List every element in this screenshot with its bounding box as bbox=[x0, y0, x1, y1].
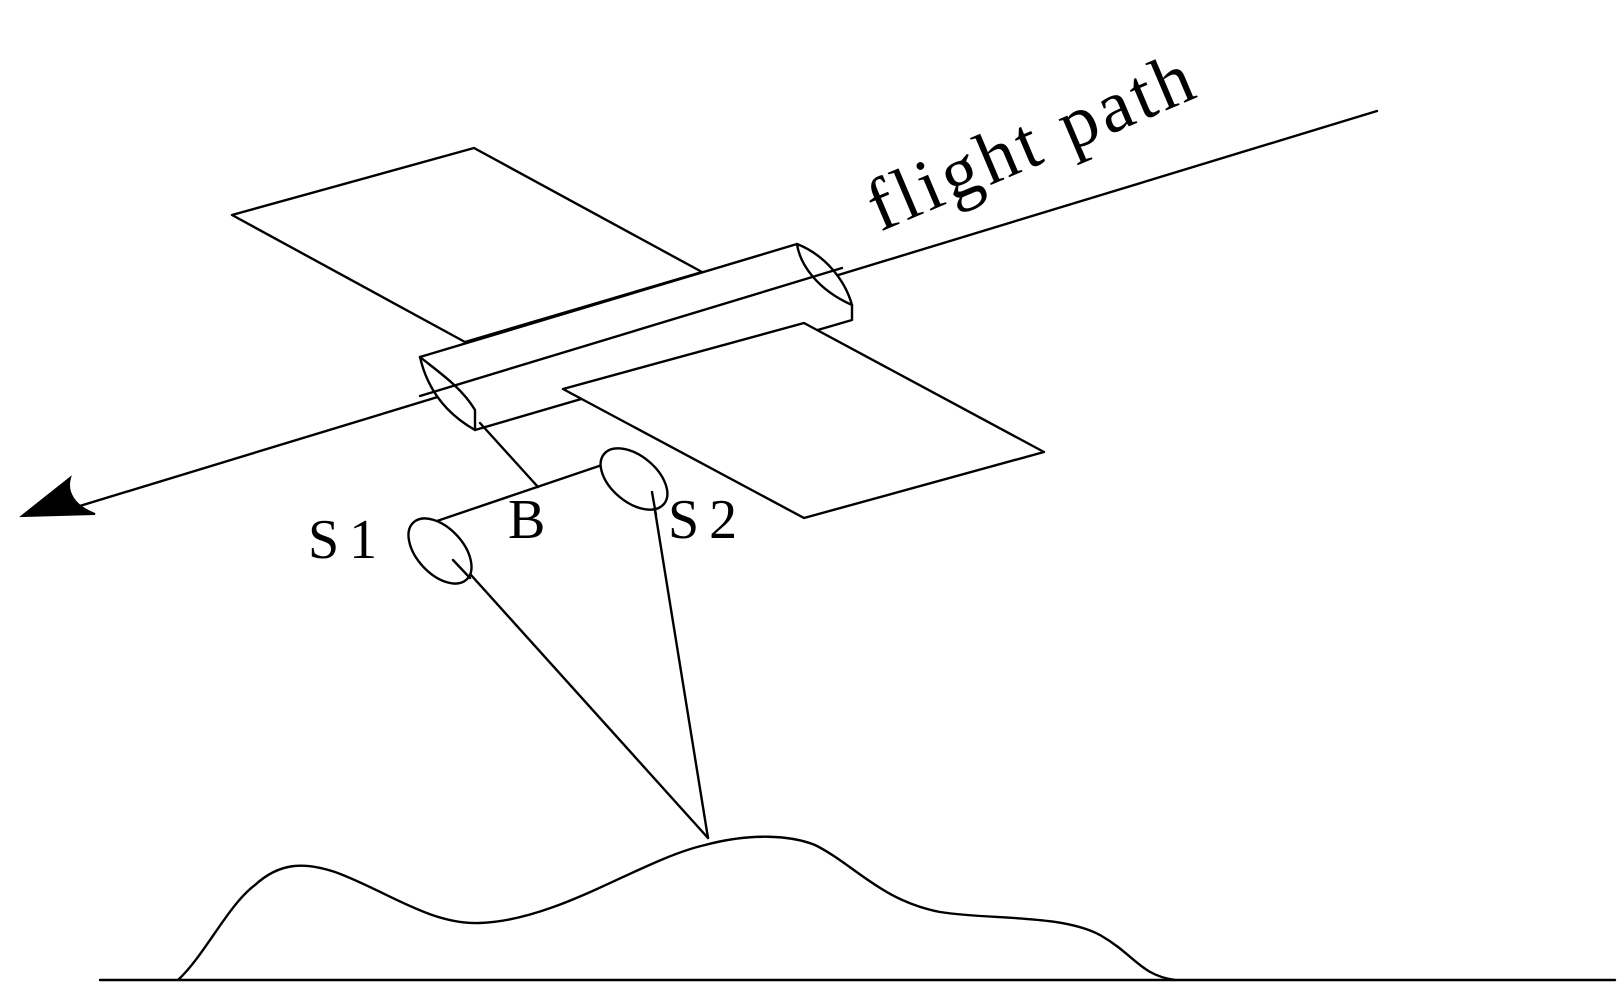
look-line-s1-start bbox=[451, 558, 472, 580]
arrowhead-icon bbox=[19, 475, 96, 518]
fuselage-centerline bbox=[418, 266, 844, 398]
baseline-line bbox=[432, 463, 604, 524]
antenna-s1 bbox=[407, 517, 473, 585]
front-wing bbox=[561, 321, 1046, 520]
antenna-boom bbox=[478, 421, 540, 489]
look-line-s1 bbox=[451, 553, 710, 840]
baseline-label: B bbox=[508, 489, 555, 551]
look-line-s2-start bbox=[650, 490, 658, 517]
terrain-hill bbox=[176, 835, 1177, 982]
fuselage bbox=[418, 242, 854, 432]
look-line-s2 bbox=[650, 490, 710, 840]
sensor2-label: S2 bbox=[668, 489, 747, 551]
sensor1-label: S1 bbox=[308, 509, 387, 571]
antenna-s2 bbox=[599, 447, 669, 511]
fuselage-nose-edge bbox=[418, 355, 477, 432]
